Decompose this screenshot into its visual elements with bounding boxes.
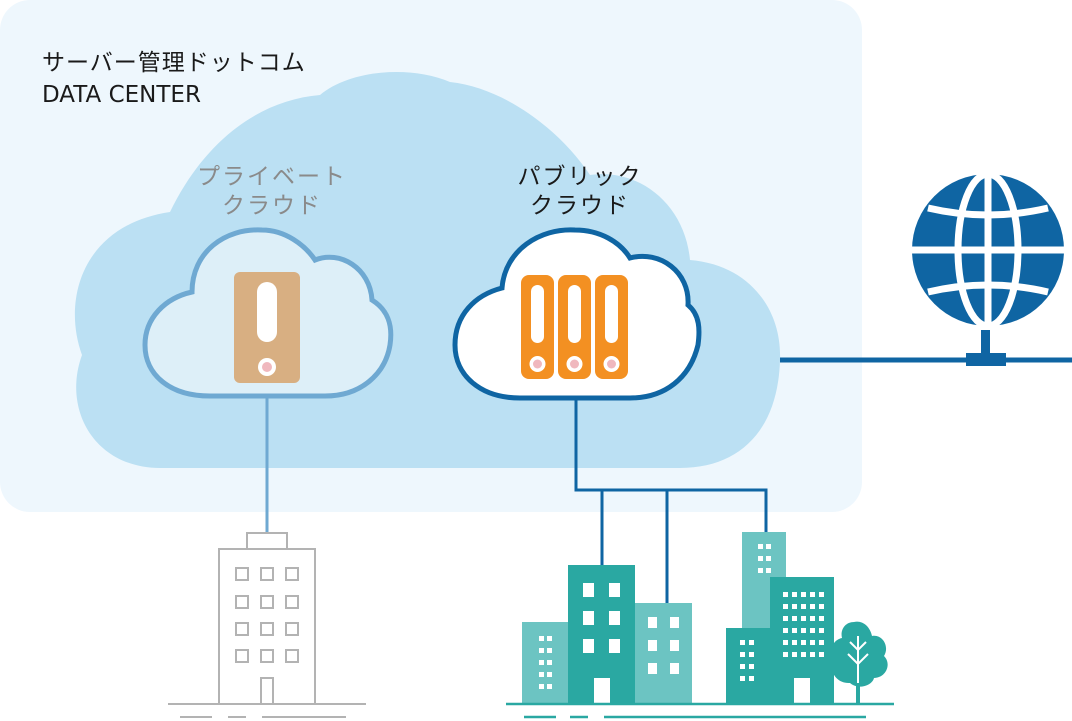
city-windows — [539, 544, 824, 704]
datacenter-title: サーバー管理ドットコム — [42, 50, 306, 76]
office-building-icon — [168, 532, 366, 705]
globe-icon — [912, 170, 1064, 330]
city-ground — [506, 702, 894, 719]
public-cloud-label: パブリック クラウド — [476, 163, 684, 221]
datacenter-subtitle: DATA CENTER — [42, 82, 201, 108]
private-cloud-label-line2: クラウド — [222, 193, 322, 219]
link-connector — [966, 353, 1006, 366]
city-buildings — [522, 532, 834, 704]
server-icon — [234, 272, 300, 383]
building-3 — [635, 603, 692, 704]
building-5 — [726, 628, 770, 704]
private-cloud-label: プライベート クラウド — [168, 163, 376, 221]
tree-icon — [831, 621, 888, 704]
public-cloud-label-line1: パブリック — [517, 164, 643, 190]
globe-stem — [981, 330, 990, 356]
server-rack-icon — [521, 275, 628, 379]
building-1 — [522, 622, 568, 704]
public-cloud-label-line2: クラウド — [530, 193, 630, 219]
office-windows — [235, 567, 299, 663]
public-connection-lines — [574, 400, 768, 603]
private-cloud-label-line1: プライベート — [197, 164, 347, 190]
